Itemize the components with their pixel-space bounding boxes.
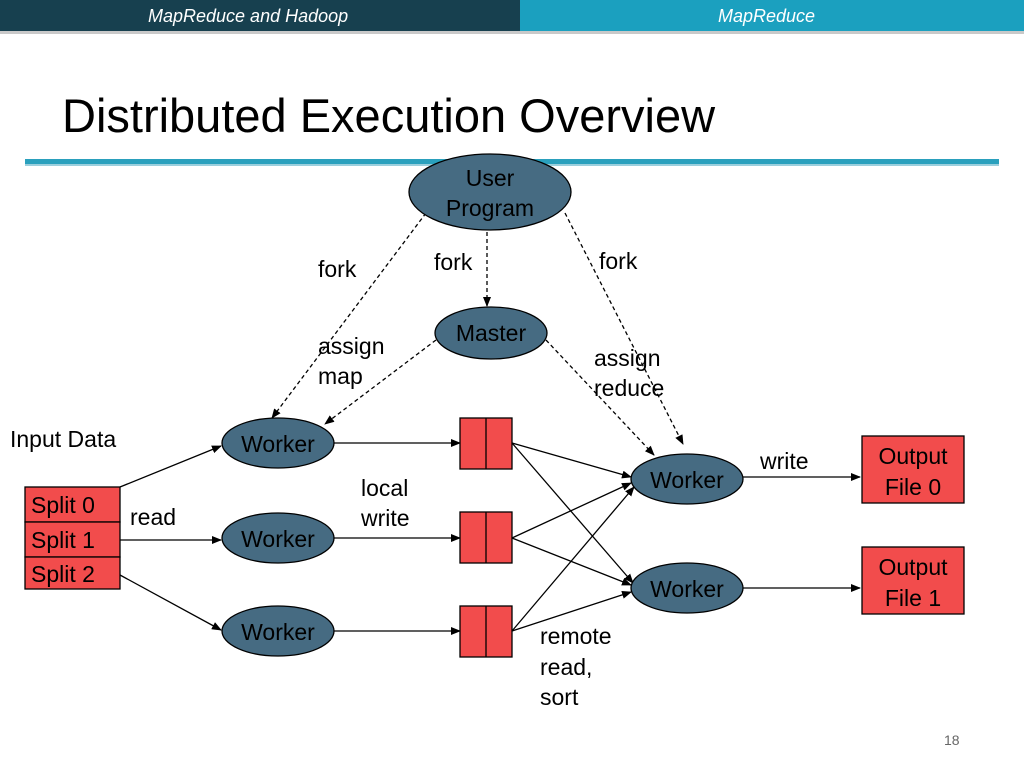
edge-assign-reduce xyxy=(545,339,655,456)
label-remote-line1: remote xyxy=(540,623,612,649)
edge-remote-3a xyxy=(511,486,635,632)
map-worker-2-label: Worker xyxy=(241,526,315,552)
header-right-text: MapReduce xyxy=(718,6,816,26)
label-write: write xyxy=(759,448,809,474)
label-assign-reduce-line1: assign xyxy=(594,345,660,371)
output-file-1-line2: File 1 xyxy=(885,585,941,611)
label-assign-reduce-line2: reduce xyxy=(594,375,664,401)
output-file-0-line1: Output xyxy=(878,443,948,469)
reduce-worker-1: Worker xyxy=(630,453,744,505)
output-file-0: Output File 0 xyxy=(861,435,965,504)
label-assign-map-line1: assign xyxy=(318,333,384,359)
split-1-box xyxy=(24,521,121,558)
header-left-text: MapReduce and Hadoop xyxy=(148,6,349,26)
label-local-write-line1: local xyxy=(361,475,408,501)
map-worker-3: Worker xyxy=(221,605,335,657)
edge-remote-3b xyxy=(511,591,632,632)
split-2-label: Split 2 xyxy=(31,561,95,587)
label-fork-right: fork xyxy=(599,248,638,274)
edge-assign-map xyxy=(324,339,437,425)
edge-read-3 xyxy=(119,574,222,631)
master-node: Master xyxy=(434,306,548,360)
master-label: Master xyxy=(456,320,527,346)
map-worker-3-label: Worker xyxy=(241,619,315,645)
label-input-data: Input Data xyxy=(10,426,116,452)
edge-fork-user-to-map-worker xyxy=(271,212,427,419)
intermediate-file-2 xyxy=(459,511,513,564)
output-file-1: Output File 1 xyxy=(861,546,965,615)
edge-remote-1b xyxy=(511,442,634,584)
intermediate-file-1 xyxy=(459,417,513,470)
map-worker-1-label: Worker xyxy=(241,431,315,457)
label-remote-line2: read, xyxy=(540,654,592,680)
header-shadow xyxy=(0,31,1024,34)
output-file-0-line2: File 0 xyxy=(885,474,941,500)
label-fork-middle: fork xyxy=(434,249,473,275)
input-splits: Split 0 Split 1 Split 2 xyxy=(24,486,121,590)
header-left: MapReduce and Hadoop xyxy=(0,0,520,31)
output-file-1-line1: Output xyxy=(878,554,948,580)
split-2-box xyxy=(24,556,121,590)
split-0-label: Split 0 xyxy=(31,492,95,518)
user-program-label-line1: User xyxy=(466,165,515,191)
label-read: read xyxy=(130,504,176,530)
split-0-box xyxy=(24,486,121,523)
split-1-label: Split 1 xyxy=(31,527,95,553)
slide-title: Distributed Execution Overview xyxy=(62,89,716,142)
user-program-label-line2: Program xyxy=(446,195,534,221)
map-worker-2: Worker xyxy=(221,512,335,564)
reduce-worker-1-label: Worker xyxy=(650,467,724,493)
edge-remote-1a xyxy=(511,442,632,479)
intermediate-file-3 xyxy=(459,605,513,658)
label-remote-line3: sort xyxy=(540,684,579,710)
user-program-node: User Program xyxy=(408,153,572,231)
slide-header: MapReduce and Hadoop MapReduce xyxy=(0,0,1024,31)
page-number: 18 xyxy=(944,732,960,748)
label-assign-map-line2: map xyxy=(318,363,363,389)
edge-fork-user-to-reduce-worker xyxy=(564,212,684,445)
reduce-worker-2-label: Worker xyxy=(650,576,724,602)
edge-read-1 xyxy=(119,445,222,488)
reduce-worker-2: Worker xyxy=(630,562,744,614)
label-fork-left: fork xyxy=(318,256,357,282)
label-local-write-line2: write xyxy=(360,505,410,531)
edge-remote-2a xyxy=(511,482,632,539)
header-right: MapReduce xyxy=(520,0,1024,31)
map-worker-1: Worker xyxy=(221,417,335,469)
